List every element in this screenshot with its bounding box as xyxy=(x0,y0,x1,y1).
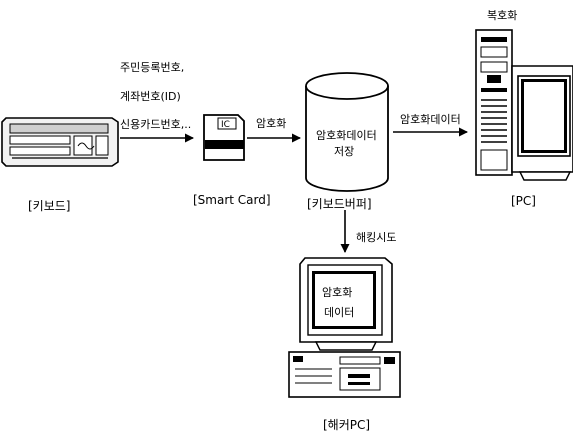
arrow2-label: 암호화 xyxy=(256,117,286,130)
smart-card-icon: IC xyxy=(204,115,244,160)
hacker-caption: [해커PC] xyxy=(323,418,370,432)
hacker-screen-line2: 데이터 xyxy=(324,306,354,319)
smartcard-caption: [Smart Card] xyxy=(193,193,271,207)
hacking-label: 해킹시도 xyxy=(356,230,396,244)
hacker-desktop-icon xyxy=(289,352,400,397)
hacker-screen-line1: 암호화 xyxy=(322,286,352,299)
pc-tower-icon xyxy=(476,30,512,175)
arrow1-label-line3: 신용카드번호,.. xyxy=(120,118,191,131)
server-caption: [키보드버퍼] xyxy=(307,197,372,211)
keyboard-icon xyxy=(2,118,118,166)
pc-monitor-icon xyxy=(512,66,573,180)
pc-caption: [PC] xyxy=(511,194,536,208)
arrow1-label-line1: 주민등록번호, xyxy=(120,61,184,74)
arrow1-label-line2: 계좌번호(ID) xyxy=(120,90,181,103)
hacker-monitor-icon xyxy=(300,258,392,350)
card-chip-label: IC xyxy=(221,120,230,130)
arrow3-label: 암호화데이터 xyxy=(400,113,461,126)
db-label-line2: 저장 xyxy=(334,145,354,158)
decrypt-label: 복호화 xyxy=(487,9,517,22)
db-label-line1: 암호화데이터 xyxy=(316,129,377,142)
keyboard-caption: [키보드] xyxy=(28,199,70,213)
